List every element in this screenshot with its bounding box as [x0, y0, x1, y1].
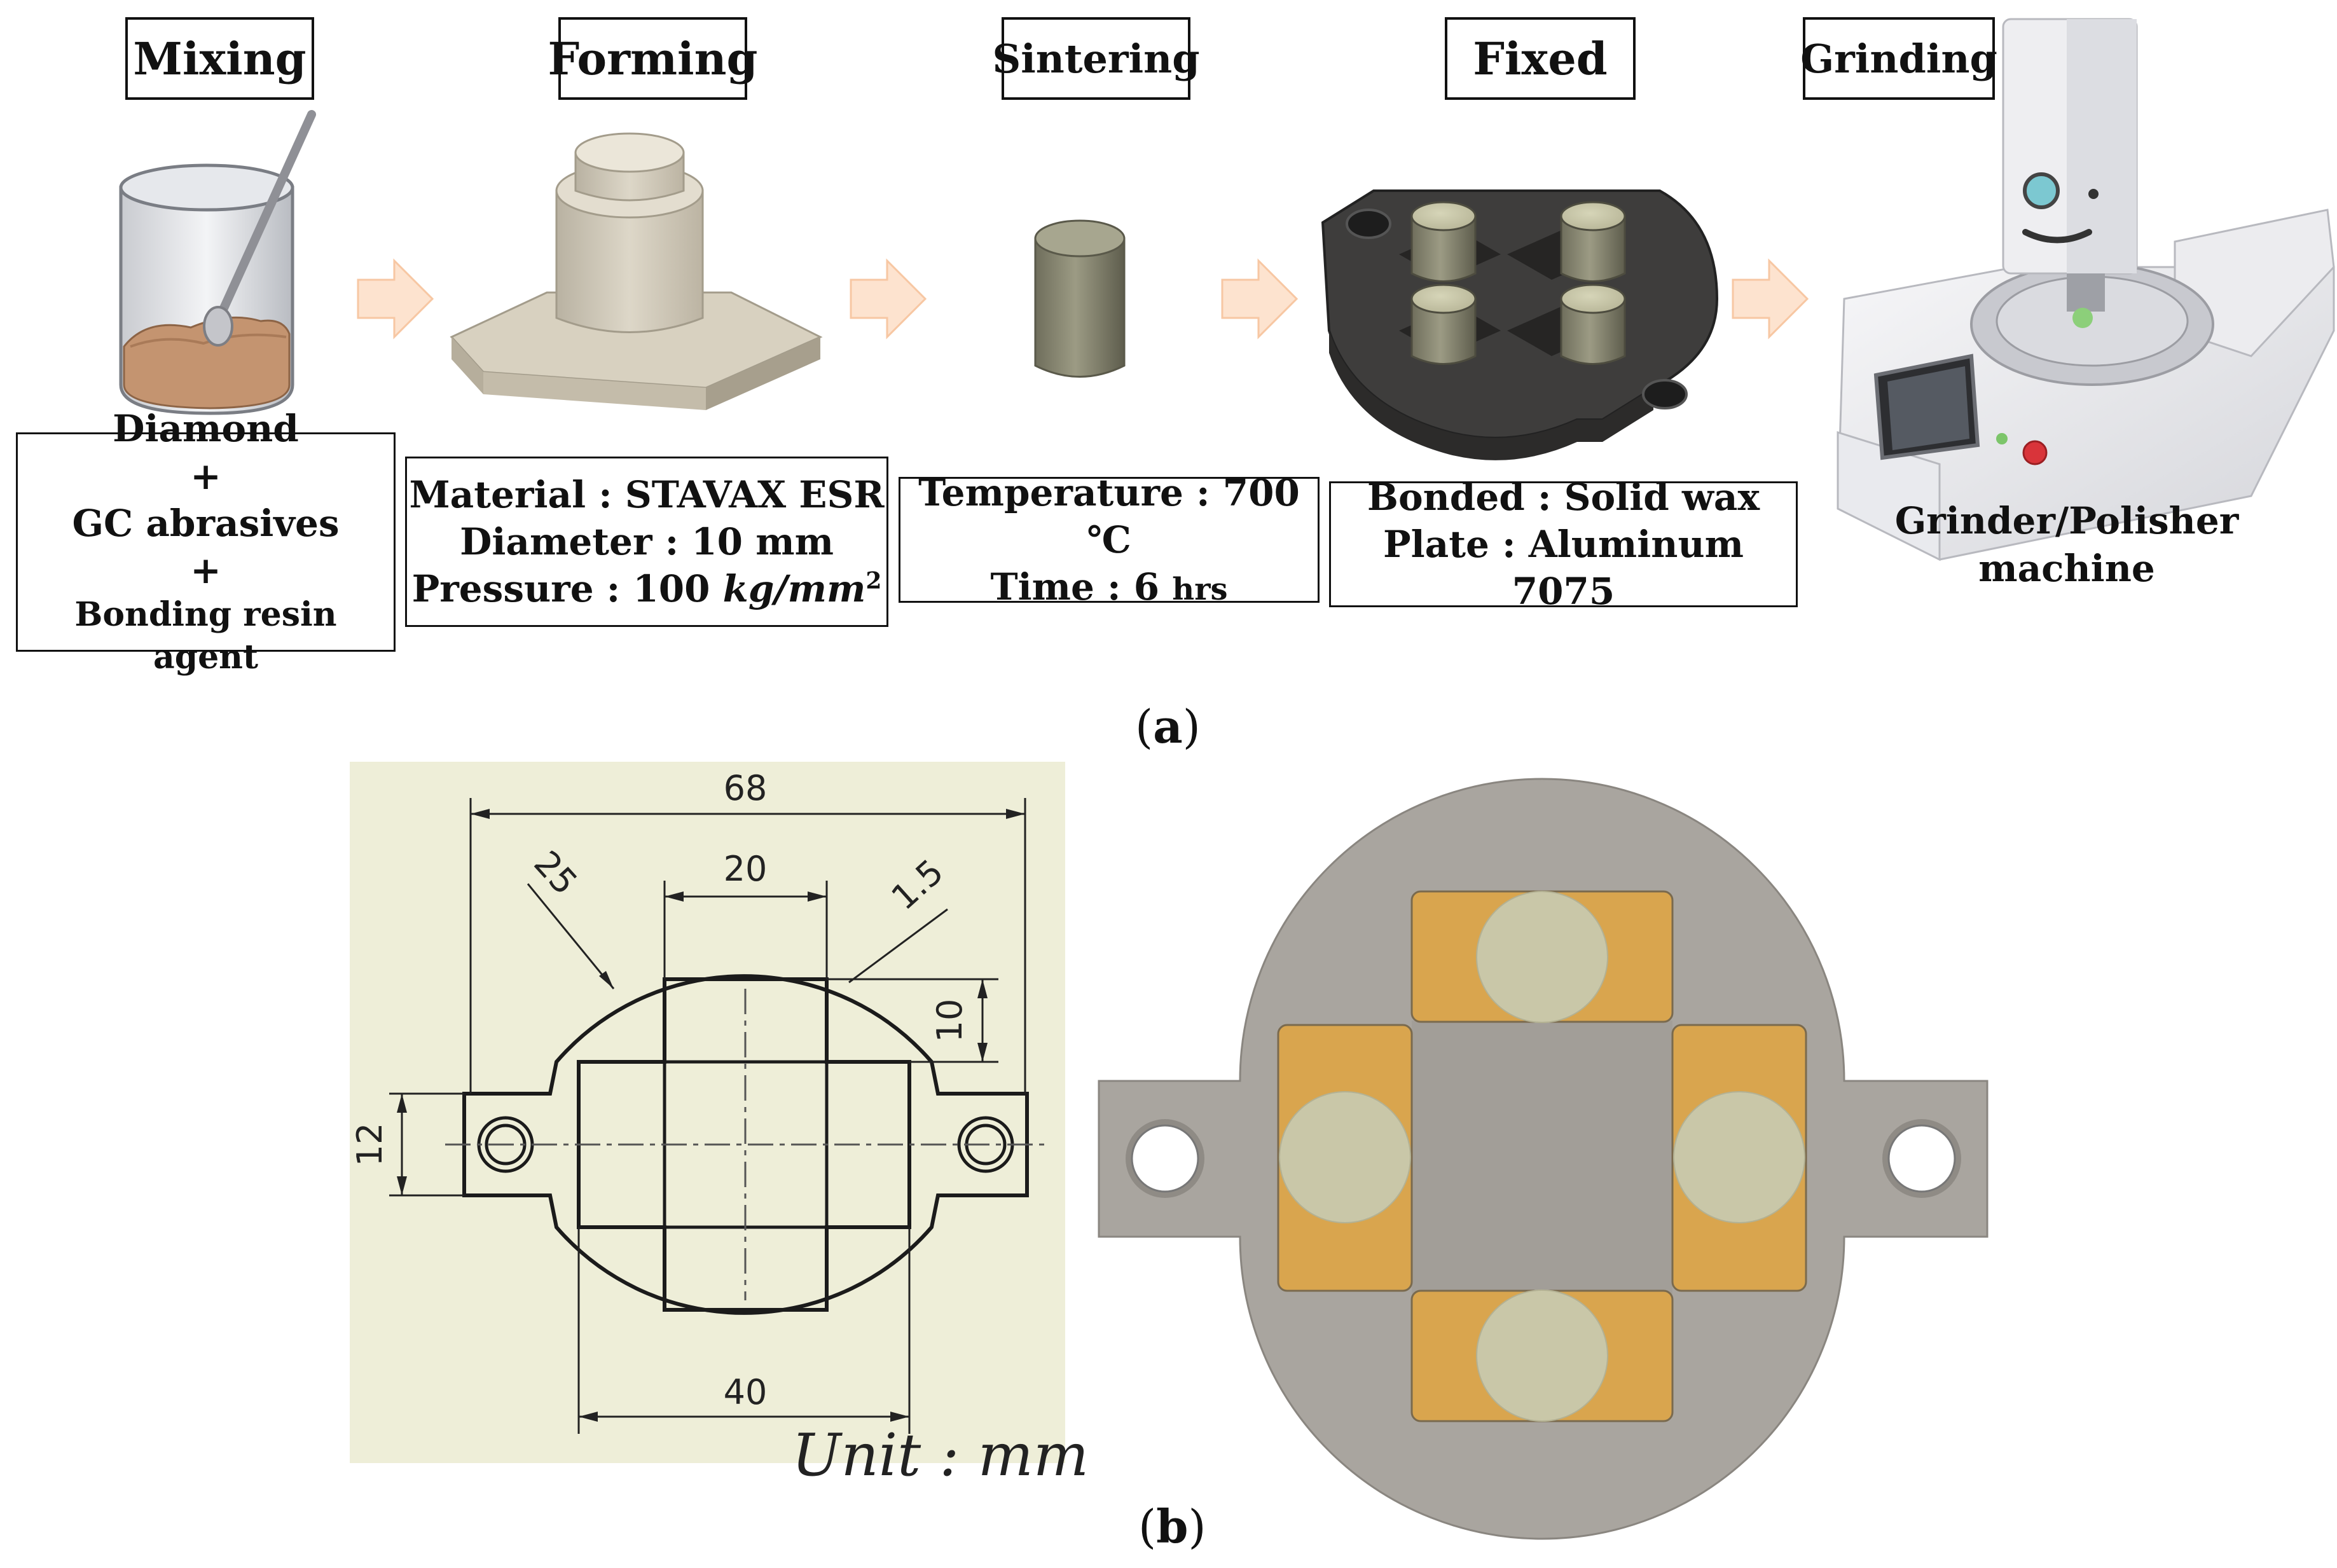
- dim-overall-width: 68: [724, 768, 768, 808]
- pellet-pockets: [1277, 890, 1807, 1422]
- fixed-spec-box: Bonded : Solid wax Plate : Aluminum 7075: [1329, 476, 1798, 613]
- fixed-plate: Plate : Aluminum 7075: [1382, 522, 1744, 614]
- caption-b-open: (: [1138, 1500, 1157, 1553]
- mixing-line-4: +: [190, 549, 221, 593]
- grinding-label: Grinder/Polisher machine: [1882, 497, 2251, 593]
- flow-arrows: [357, 258, 1809, 340]
- forming-pressure-exponent: 2: [865, 567, 882, 595]
- forming-pressure: Pressure : 100 kg/mm2: [412, 565, 882, 612]
- grinding-line-1: Grinder/Polisher: [1894, 499, 2239, 542]
- grinding-line-2: machine: [1978, 547, 2155, 591]
- sintering-spec-box: Temperature : 700 ℃ Time : 6 hrs: [899, 471, 1320, 609]
- dim-bottom-width: 40: [724, 1372, 768, 1412]
- dim-tab-height: 12: [350, 1123, 390, 1167]
- arrow-2-icon: [850, 258, 927, 340]
- dim-center-width: 20: [724, 849, 768, 889]
- caption-a-letter: a: [1153, 699, 1183, 753]
- mixing-spec-box: Diamond + GC abrasives + Bonding resin a…: [16, 407, 396, 677]
- sintering-time: Time : 6 hrs: [990, 563, 1227, 610]
- caption-a-open: (: [1135, 700, 1154, 753]
- technical-drawing: 68 20 25 1.5 10 12 40: [350, 762, 1065, 1463]
- step-title-grinding: Grinding: [1800, 17, 1997, 100]
- fixture-pellets: [1410, 201, 1626, 365]
- sintered-pellet-illustration: [1034, 219, 1126, 378]
- arrow-1-icon: [357, 258, 434, 340]
- sintering-time-label: Time : 6: [990, 565, 1173, 609]
- step-title-mixing: Mixing: [125, 17, 314, 100]
- fixture-plate-illustration: [1321, 189, 1719, 460]
- step-title-fixed: Fixed: [1445, 17, 1636, 100]
- forming-material: Material : STAVAX ESR: [409, 472, 885, 516]
- grinder-polisher-machine-illustration: [1837, 18, 2335, 561]
- mixing-beaker-illustration: [119, 110, 316, 415]
- sintering-time-unit: hrs: [1172, 572, 1228, 608]
- mixing-line-2: +: [190, 454, 221, 498]
- mixing-line-1: Diamond: [113, 407, 299, 451]
- arrow-4-icon: [1732, 258, 1809, 340]
- dim-pocket-depth: 10: [930, 999, 970, 1043]
- sintering-temperature: Temperature : 700 ℃: [918, 471, 1300, 561]
- unit-label: Unit : mm: [792, 1421, 1089, 1489]
- forming-spec-box: Material : STAVAX ESR Diameter : 10 mm P…: [405, 457, 888, 627]
- step-title-sintering: Sintering: [992, 17, 1200, 100]
- forming-pressure-unit: kg/mm: [722, 567, 866, 611]
- arrow-3-icon: [1221, 258, 1299, 340]
- caption-b: (b): [1138, 1499, 1206, 1553]
- forming-diameter: Diameter : 10 mm: [460, 519, 834, 563]
- mixing-line-5: Bonding resin agent: [74, 595, 337, 677]
- fixed-bonded: Bonded : Solid wax: [1367, 475, 1760, 519]
- caption-a-close: ): [1182, 700, 1201, 753]
- step-title-forming: Forming: [548, 17, 757, 100]
- fixture-top-view: [1098, 778, 1989, 1540]
- pellet-tops: [1279, 891, 1805, 1422]
- caption-a: (a): [1135, 699, 1201, 753]
- mixing-line-3: GC abrasives: [72, 501, 340, 545]
- forming-pressure-label: Pressure : 100: [411, 567, 723, 611]
- caption-b-close: ): [1188, 1500, 1206, 1553]
- caption-b-letter: b: [1156, 1499, 1189, 1553]
- forming-mold-illustration: [450, 132, 823, 410]
